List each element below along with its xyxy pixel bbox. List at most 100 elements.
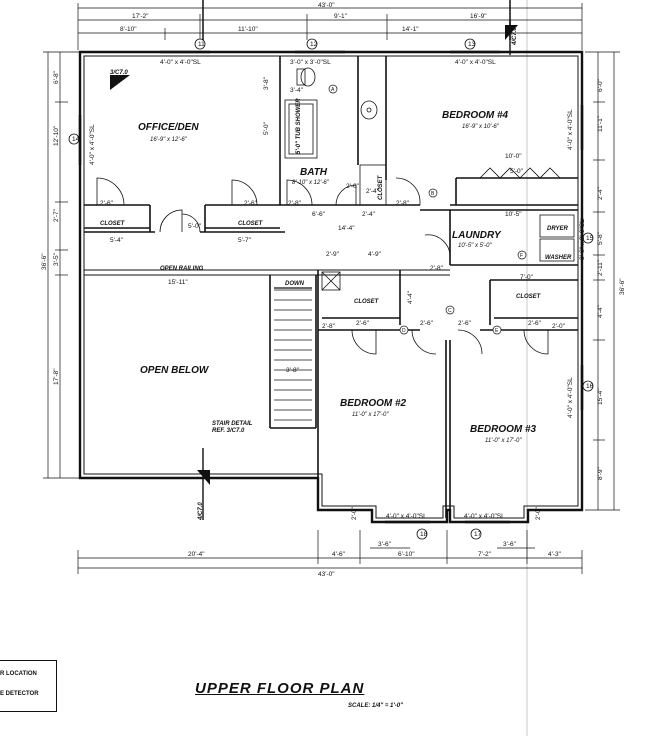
bath-name: BATH (300, 167, 328, 178)
stair-ref-label: REF. 3/C7.0 (212, 428, 245, 434)
right-dimensions (585, 51, 620, 511)
window-w4: 4'-0" x 4'-0"SL (89, 124, 96, 165)
dim-closet3-70: 7'-0" (520, 274, 534, 281)
dim-bath-38: 3'-8" (263, 76, 270, 90)
dim-bottom-b: 4'-6" (332, 551, 346, 558)
dim-bed3-door: 2'-6" (458, 320, 472, 327)
dim-bed3-20: 2'-0" (535, 506, 542, 520)
office-size: 16'-9" x 12'-6" (150, 137, 188, 143)
marker-13: 13 (468, 41, 476, 48)
office-name: OFFICE/DEN (138, 122, 199, 133)
dim-closet3-20: 2'-0" (552, 323, 566, 330)
dim-left-a: 6'-8" (53, 70, 60, 84)
dim-bed2-door: 2'-6" (356, 320, 370, 327)
window-w7: 4'-0" x 4'-0"SL (386, 513, 427, 520)
dim-hall-door: 2'-6" (420, 320, 434, 327)
dim-office-door3: 5'-0" (188, 223, 202, 230)
dim-bottom-f: 3'-6" (378, 541, 392, 548)
marker-12: 12 (310, 41, 318, 48)
legend-box: R LOCATION E DETECTOR (0, 660, 57, 712)
dim-right-d: 5'-8" (597, 231, 604, 245)
bedroom2-size: 11'-0" x 17'-0" (352, 412, 389, 418)
stair-down-label: DOWN (285, 281, 305, 287)
window-markers (68, 38, 594, 540)
dim-bed4-door: 2'-8" (396, 200, 410, 207)
bath-size: 8'-10" x 12'-6" (292, 180, 330, 186)
tag-f: F (520, 253, 523, 259)
dim-bottom-d: 7'-2" (478, 551, 492, 558)
dim-laundry-door: 2'-8" (430, 265, 444, 272)
marker-11: 11 (198, 41, 205, 48)
door-tags (328, 84, 527, 335)
office-closet-left: CLOSET (100, 221, 126, 227)
dim-office-door1: 2'-6" (100, 200, 114, 207)
dim-bath-closet-24: 2'-4" (366, 188, 380, 195)
marker-14: 14 (72, 136, 80, 143)
marker-labels: 11 12 13 14 15 16 17 18 A B C D E F (72, 41, 594, 538)
dim-top-total: 43'-0" (318, 2, 335, 9)
dim-railing: 15'-11" (168, 279, 188, 286)
tag-e: E (495, 328, 499, 334)
dim-right-f: 4'-4" (597, 304, 604, 318)
window-w1: 4'-0" x 4'-0"SL (160, 59, 201, 66)
dim-right-a: 6'-0" (597, 78, 604, 92)
dim-top-f: 14'-1" (402, 26, 419, 33)
marker-15: 15 (586, 235, 594, 242)
dim-closet2-29: 2'-9" (326, 251, 340, 258)
section-markers (110, 25, 518, 485)
windows (78, 50, 584, 524)
dim-bath-24: 2'-4" (362, 211, 376, 218)
dim-left-d: 3'-5" (53, 252, 60, 266)
dim-bath-34: 3'-4" (290, 87, 304, 94)
dim-closet-b: 5'-7" (238, 237, 252, 244)
marker-18: 18 (420, 531, 428, 538)
dim-left-c: 2'-7" (53, 208, 60, 222)
dim-bed2-20: 2'-0" (351, 506, 358, 520)
dim-laundry-105: 10'-5" (505, 211, 522, 218)
window-w9: 3'-0" x 3'-0"SL (579, 219, 586, 260)
closet-bifold (479, 167, 561, 179)
dim-closet2-44: 4'-4" (407, 290, 414, 304)
dim-right-c: 2'-4" (597, 186, 604, 200)
dim-top-a: 17'-2" (132, 13, 149, 20)
exterior-walls (78, 50, 584, 524)
dim-left-total: 36'-6" (41, 253, 48, 270)
dim-bottom-a: 20'-4" (188, 551, 205, 558)
window-w5: 4'-0" x 4'-0"SL (567, 109, 574, 150)
dim-bottom-total: 43'-0" (318, 571, 335, 578)
bedroom2-name: BEDROOM #2 (340, 398, 407, 409)
tag-a: A (331, 87, 335, 93)
legend-item-1: R LOCATION (0, 671, 37, 677)
open-below-label: OPEN BELOW (140, 365, 210, 376)
tag-b: B (431, 191, 435, 197)
dim-closet3-door: 2'-6" (528, 320, 542, 327)
dim-bottom-e: 4'-3" (548, 551, 562, 558)
dryer-label: DRYER (547, 226, 569, 232)
laundry-size: 10'-5" x 5'-0" (458, 243, 492, 249)
bedroom4-name: BEDROOM #4 (442, 110, 509, 121)
marker-17: 17 (474, 531, 482, 538)
bath-fixtures (284, 67, 575, 291)
tag-d: D (402, 328, 406, 334)
dim-bottom-g: 3'-6" (503, 541, 517, 548)
dim-right-total: 36'-6" (619, 278, 626, 295)
dim-bath-144: 14'-4" (338, 225, 355, 232)
dim-bath-50: 5'-0" (263, 121, 270, 135)
bedroom4-size: 16'-9" x 10'-6" (462, 124, 500, 130)
dim-left-b: 12'-10" (53, 125, 60, 146)
section-ref-top: 3/C7.0 (110, 70, 128, 76)
dim-bed4-50: 5'-0" (510, 168, 524, 175)
dim-bed4-100: 10'-0" (505, 153, 522, 160)
bedroom3-size: 11'-0" x 17'-0" (485, 438, 522, 444)
shower-label: 5'-0" TUB SHOWER (296, 98, 302, 154)
dim-top-e: 11'-10" (238, 26, 258, 33)
top-dimensions (77, 0, 583, 50)
dim-right-b: 11'-1" (597, 115, 604, 132)
door-swings (96, 177, 549, 355)
left-dimensions (43, 51, 80, 479)
dim-right-h: 8'-9" (597, 466, 604, 480)
section-ref-bottom: 4/C7.0 (198, 502, 204, 521)
open-railing-label: OPEN RAILING (160, 266, 204, 272)
bath-closet: CLOSET (378, 174, 384, 200)
